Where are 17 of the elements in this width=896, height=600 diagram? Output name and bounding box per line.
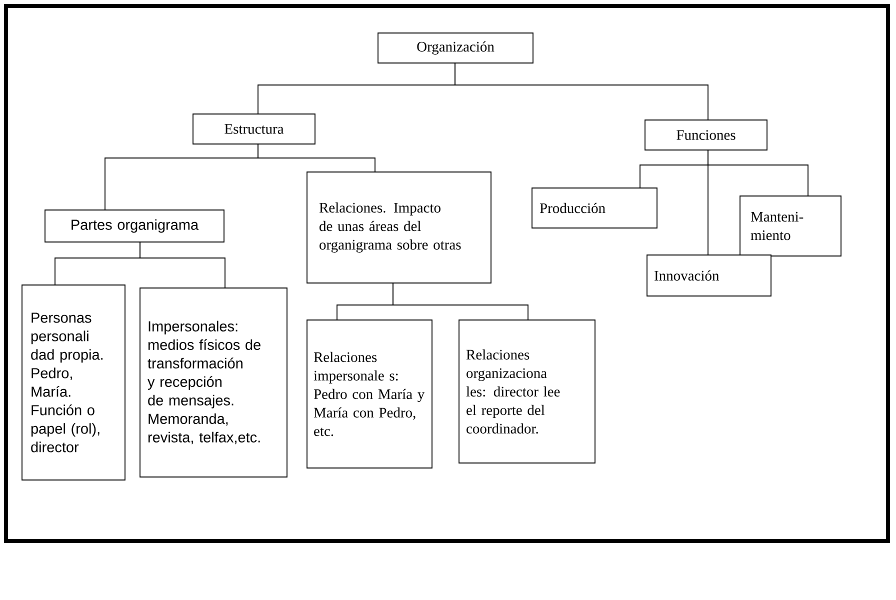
- text-box: Relaciones. Impacto de unas áreas del organigrama sobre otras: [306, 172, 492, 284]
- text-box: Partes organigrama: [44, 210, 224, 242]
- connector: [392, 283, 528, 320]
- text-box: Relaciones impersonale s: Pedro con María y María con Pedro, etc.: [306, 320, 432, 468]
- text-box: Organización: [378, 32, 534, 64]
- text-box: Personas personali dad propia. Pedro, María. Función o papel (rol), director: [22, 284, 126, 480]
- connector: [708, 150, 808, 196]
- connector: [454, 63, 708, 120]
- text-box: Estructura: [192, 114, 316, 144]
- text-box: Funciones: [644, 120, 768, 150]
- text-box: Producción: [532, 188, 658, 228]
- connector: [258, 144, 376, 172]
- text-box: Impersonales: medios físicos de transformación y recepción de mensajes. Memoranda, revista, telfax,etc.: [140, 288, 288, 478]
- text-box: Relaciones organizaciona les: director lee el reporte del coordinador.: [458, 320, 596, 464]
- connector: [140, 242, 226, 288]
- text-box: Manteni- miento: [740, 196, 842, 256]
- text-box: Innovación: [646, 254, 772, 296]
